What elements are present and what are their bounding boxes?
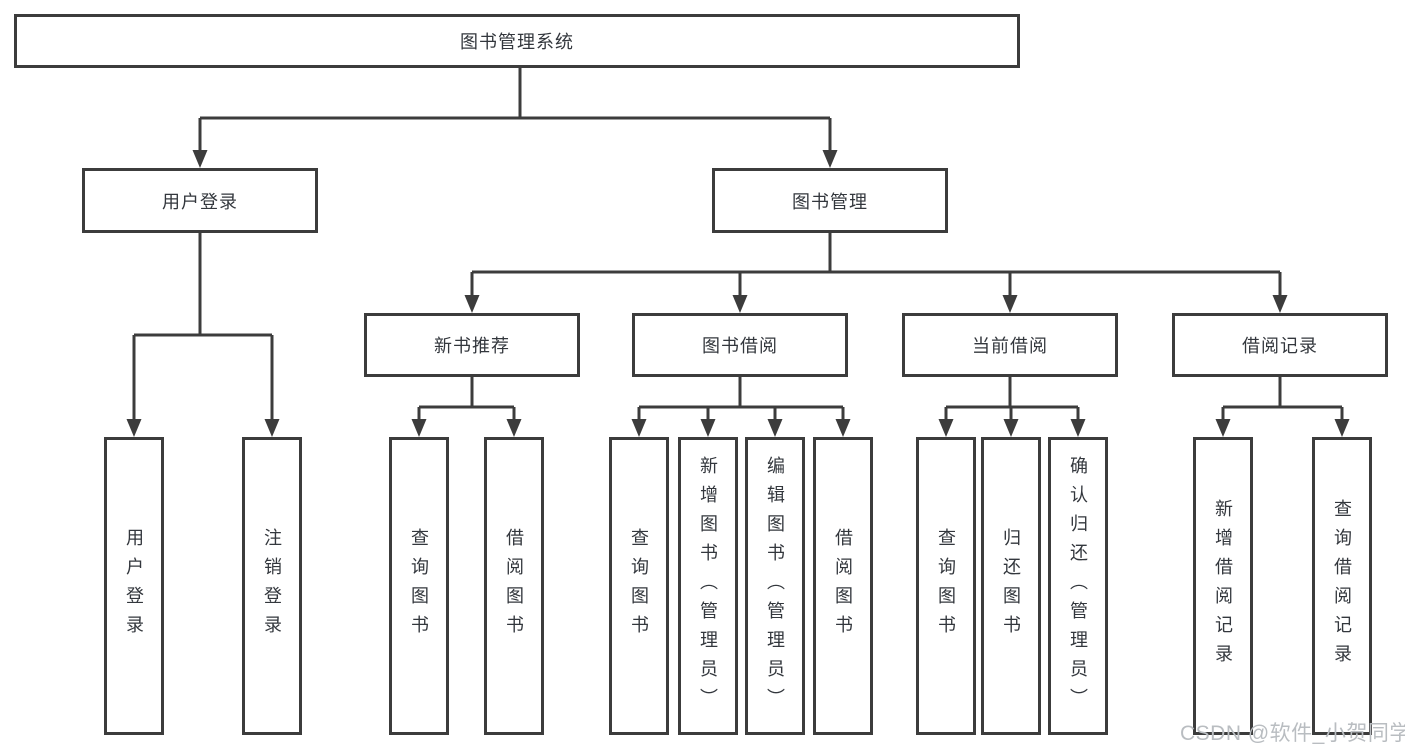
node-borrowing-records: 借阅记录	[1172, 313, 1388, 377]
node-label: 用户登录	[162, 191, 238, 212]
node-leaf-query-books-3: 查询图书	[916, 437, 976, 735]
node-label: 图书管理系统	[460, 32, 574, 52]
node-leaf-query-books-2: 查询图书	[609, 437, 669, 735]
node-label: 注销登录	[262, 528, 282, 644]
node-user-login-branch: 用户登录	[82, 168, 318, 233]
node-label: 借阅图书	[504, 528, 524, 644]
node-leaf-borrow-books-1: 借阅图书	[484, 437, 544, 735]
node-root-library-system: 图书管理系统	[14, 14, 1020, 68]
node-leaf-return-books: 归还图书	[981, 437, 1041, 735]
node-label: 查询图书	[936, 528, 956, 644]
node-label: 编辑图书（管理员）	[765, 455, 785, 717]
node-book-borrowing: 图书借阅	[632, 313, 848, 377]
node-leaf-borrow-books-2: 借阅图书	[813, 437, 873, 735]
node-label: 查询图书	[629, 528, 649, 644]
node-label: 图书管理	[792, 191, 868, 212]
node-label: 查询图书	[409, 528, 429, 644]
node-leaf-logout: 注销登录	[242, 437, 302, 735]
node-new-book-recommend: 新书推荐	[364, 313, 580, 377]
node-label: 新书推荐	[434, 336, 510, 356]
node-leaf-add-books-admin: 新增图书（管理员）	[678, 437, 738, 735]
node-label: 借阅图书	[833, 528, 853, 644]
node-book-management-branch: 图书管理	[712, 168, 948, 233]
arrowhead-group	[126, 150, 1350, 437]
node-leaf-query-books-1: 查询图书	[389, 437, 449, 735]
node-label: 当前借阅	[972, 336, 1048, 356]
node-label: 确认归还（管理员）	[1068, 455, 1088, 717]
node-leaf-edit-books-admin: 编辑图书（管理员）	[745, 437, 805, 735]
node-leaf-query-borrow-record: 查询借阅记录	[1312, 437, 1372, 735]
node-current-borrowing: 当前借阅	[902, 313, 1118, 377]
node-label: 新增图书（管理员）	[698, 455, 718, 717]
node-label: 图书借阅	[702, 336, 778, 356]
node-label: 用户登录	[124, 528, 144, 644]
node-label: 借阅记录	[1242, 336, 1318, 356]
node-leaf-user-login: 用户登录	[104, 437, 164, 735]
node-label: 新增借阅记录	[1213, 499, 1233, 673]
node-label: 查询借阅记录	[1332, 499, 1352, 673]
node-label: 归还图书	[1001, 528, 1021, 644]
watermark-csdn: CSDN @软件_小贺同学	[1180, 722, 1405, 745]
node-leaf-add-borrow-record: 新增借阅记录	[1193, 437, 1253, 735]
node-leaf-confirm-return-admin: 确认归还（管理员）	[1048, 437, 1108, 735]
